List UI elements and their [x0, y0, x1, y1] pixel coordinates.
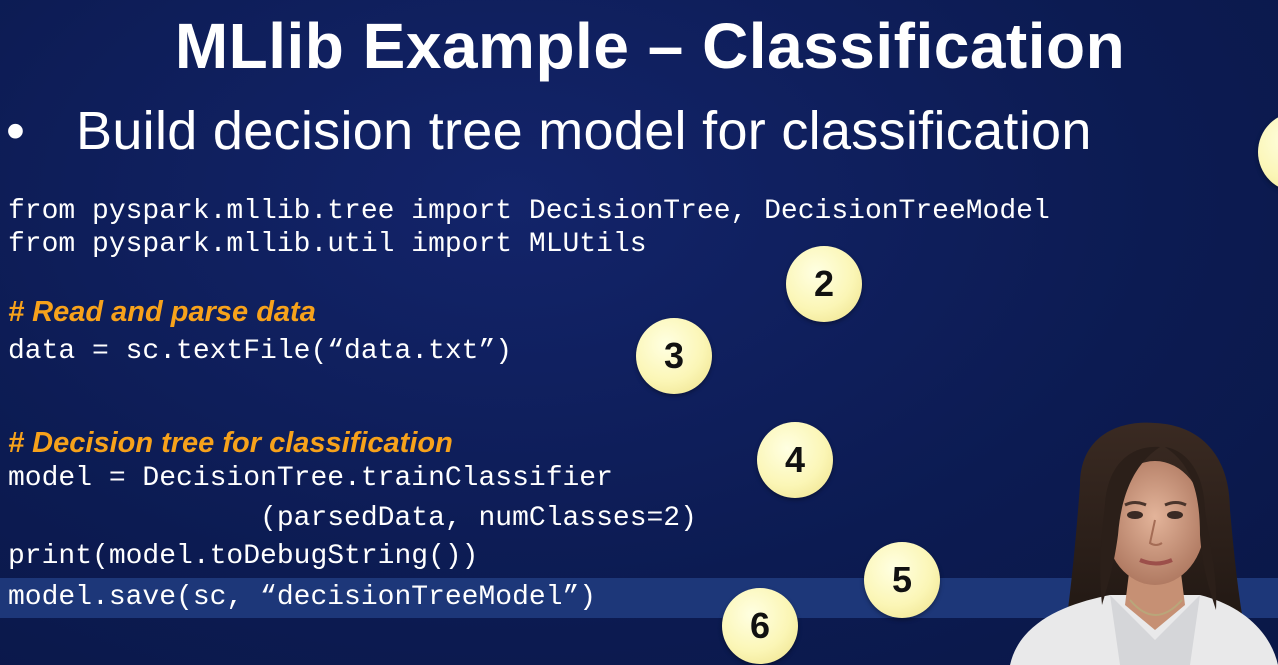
- bullet-text: Build decision tree model for classifica…: [76, 101, 1092, 161]
- code-save-model: model.save(sc, “decisionTreeModel”): [8, 582, 597, 613]
- step-marker-6: 6: [722, 588, 798, 664]
- step-marker-partial: [1258, 112, 1278, 192]
- code-train-args: (parsedData, numClasses=2): [8, 503, 697, 534]
- code-train-model: model = DecisionTree.trainClassifier: [8, 463, 613, 494]
- code-comment-read: # Read and parse data: [8, 296, 316, 328]
- code-import-tree: from pyspark.mllib.tree import DecisionT…: [8, 196, 1050, 227]
- step-marker-3: 3: [636, 318, 712, 394]
- code-comment-tree: # Decision tree for classification: [8, 427, 453, 459]
- presenter-video-overlay: [990, 415, 1278, 665]
- bullet-icon: •: [6, 101, 25, 161]
- step-marker-4: 4: [757, 422, 833, 498]
- slide-title: MLlib Example – Classification: [174, 10, 1126, 82]
- presenter-image: [1010, 422, 1278, 665]
- code-import-util: from pyspark.mllib.util import MLUtils: [8, 229, 647, 260]
- code-print-debug: print(model.toDebugString()): [8, 541, 479, 572]
- step-marker-2: 2: [786, 246, 862, 322]
- code-read-data: data = sc.textFile(“data.txt”): [8, 336, 513, 367]
- step-marker-5: 5: [864, 542, 940, 618]
